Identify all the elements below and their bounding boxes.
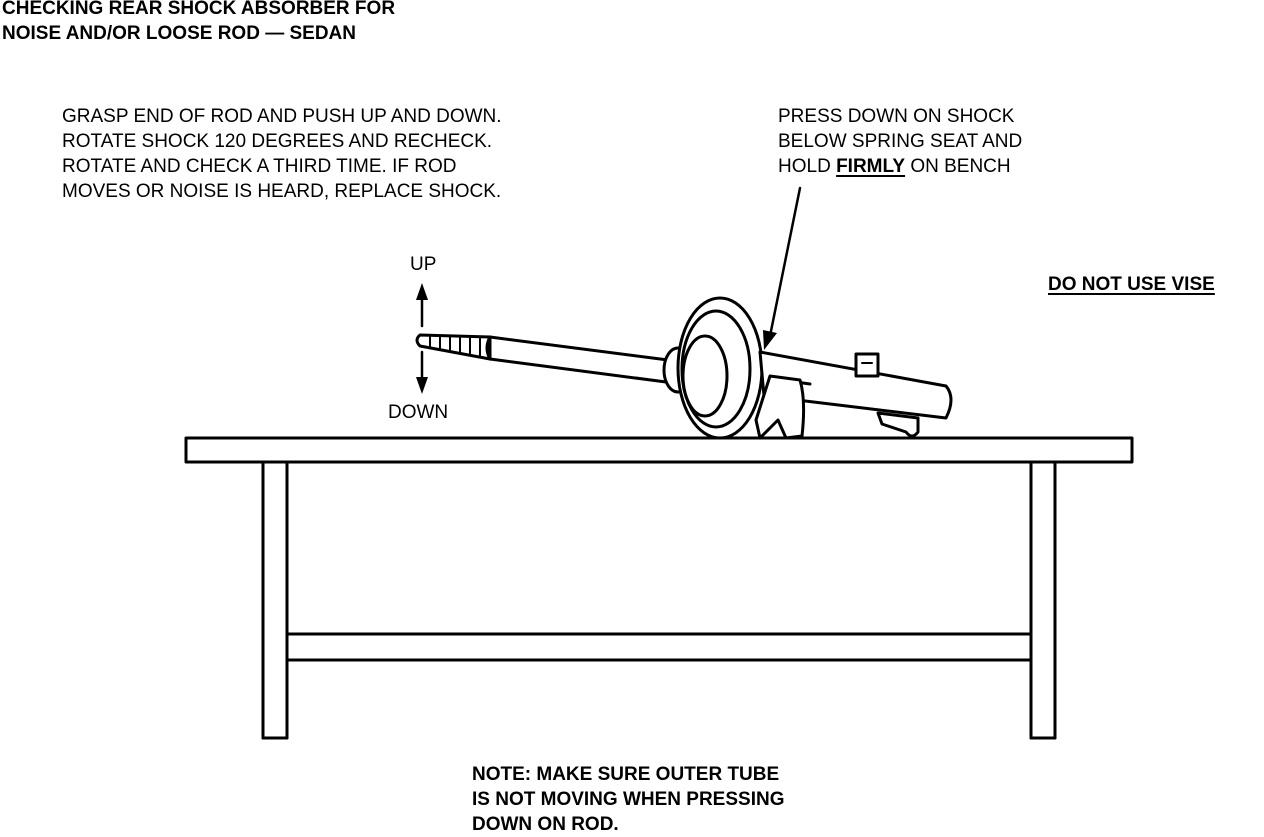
bench-stretcher	[285, 632, 1033, 662]
up-label: UP	[410, 254, 437, 275]
instruction-right-line-3: HOLD FIRMLY ON BENCH	[778, 154, 1022, 179]
instruction-right-line-3-suffix: ON BENCH	[905, 156, 1011, 177]
pointer-arrow-head	[763, 330, 777, 350]
shock-outer-tube	[754, 350, 953, 440]
title-line-1: CHECKING REAR SHOCK ABSORBER FOR	[2, 0, 396, 19]
hold-shock-instructions: PRESS DOWN ON SHOCK BELOW SPRING SEAT AN…	[778, 104, 1022, 179]
page-title: CHECKING REAR SHOCK ABSORBER FOR NOISE A…	[2, 0, 395, 46]
note-line-2: IS NOT MOVING WHEN PRESSING	[472, 789, 785, 810]
down-arrow-head	[416, 377, 428, 394]
note-block: NOTE: MAKE SURE OUTER TUBE IS NOT MOVING…	[472, 762, 784, 837]
instruction-right-line-3-prefix: HOLD	[778, 156, 837, 177]
instruction-right-line-2: BELOW SPRING SEAT AND	[778, 131, 1023, 152]
title-line-2: NOISE AND/OR LOOSE ROD — SEDAN	[2, 23, 356, 44]
bench-top	[184, 436, 1134, 464]
pointer-arrow-line	[768, 186, 802, 338]
instruction-right-line-1: PRESS DOWN ON SHOCK	[778, 106, 1015, 127]
note-line-3: DOWN ON ROD.	[472, 814, 619, 835]
bench-leg-right	[1029, 460, 1057, 740]
shock-rod	[415, 333, 670, 384]
spring-seat	[676, 296, 764, 440]
instruction-left-line-3: ROTATE AND CHECK A THIRD TIME. IF ROD	[62, 156, 457, 177]
note-line-1: NOTE: MAKE SURE OUTER TUBE	[472, 764, 780, 785]
vise-warning: DO NOT USE VISE	[1048, 274, 1215, 295]
down-label: DOWN	[388, 402, 449, 423]
instruction-left-line-2: ROTATE SHOCK 120 DEGREES AND RECHECK.	[62, 131, 493, 152]
firmly-emphasis: FIRMLY	[836, 156, 906, 177]
rod-check-instructions: GRASP END OF ROD AND PUSH UP AND DOWN. R…	[62, 104, 502, 204]
instruction-left-line-4: MOVES OR NOISE IS HEARD, REPLACE SHOCK.	[62, 181, 502, 202]
up-arrow-head	[416, 283, 428, 300]
bench-leg-left	[261, 460, 289, 740]
instruction-left-line-1: GRASP END OF ROD AND PUSH UP AND DOWN.	[62, 106, 502, 127]
